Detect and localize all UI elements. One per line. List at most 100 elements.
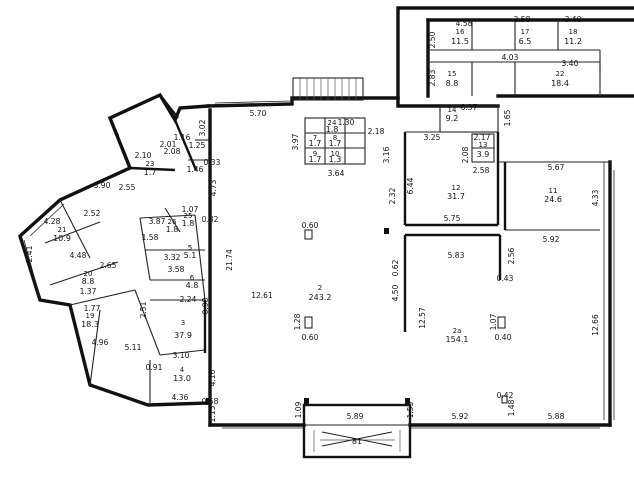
dim: 3.25 bbox=[424, 133, 441, 142]
dim: 4.16 bbox=[208, 369, 217, 386]
dim: 0.33 bbox=[204, 158, 221, 167]
room-11-area: 24.6 bbox=[544, 195, 562, 204]
room-2-area: 243.2 bbox=[309, 293, 332, 302]
room-14-number: 14 bbox=[448, 106, 457, 114]
dim: 2.18 bbox=[368, 127, 385, 136]
room-13-area: 3.9 bbox=[477, 150, 490, 159]
room-26-area: 1.8 bbox=[166, 225, 179, 234]
dim: 1.30 bbox=[338, 118, 355, 127]
room-14-area: 9.2 bbox=[446, 114, 459, 123]
dim: 1.37 bbox=[80, 287, 97, 296]
dim: 1.77 bbox=[84, 304, 101, 313]
dim: 4.33 bbox=[591, 189, 600, 206]
room-7-number: 7 bbox=[313, 134, 317, 142]
dim: 2.58 bbox=[514, 15, 531, 24]
room-8-number: 8 bbox=[333, 134, 337, 142]
dim: 4.28 bbox=[44, 217, 61, 226]
room-11-number: 11 bbox=[549, 187, 558, 195]
room-12-number: 12 bbox=[452, 184, 461, 192]
dim: 1.65 bbox=[503, 109, 512, 126]
room-6-area: 4.8 bbox=[186, 281, 199, 290]
dim: 3.64 bbox=[328, 169, 345, 178]
dim: 3.32 bbox=[164, 253, 181, 262]
room-19-number: 19 bbox=[86, 312, 95, 320]
dim: 5.75 bbox=[444, 214, 461, 223]
dim: 5.89 bbox=[347, 412, 364, 421]
room-25-area: 1.8 bbox=[182, 219, 195, 228]
room-21-area: 10.9 bbox=[53, 234, 71, 243]
room-23-area: 1.7 bbox=[144, 168, 157, 177]
dim: 3.40 bbox=[562, 59, 579, 68]
room-9-area: 1.7 bbox=[309, 155, 322, 164]
dim: 12.66 bbox=[591, 314, 600, 336]
dim: 0.60 bbox=[302, 333, 319, 342]
room-6-number: 6 bbox=[190, 274, 195, 282]
dim: 2.32 bbox=[388, 187, 397, 204]
dim: 3.58 bbox=[168, 265, 185, 274]
dim: 5.67 bbox=[548, 163, 565, 172]
dim: 3.10 bbox=[173, 351, 190, 360]
dim: 1.48 bbox=[507, 399, 516, 416]
dim: 5.11 bbox=[125, 343, 142, 352]
dim: 2.10 bbox=[135, 151, 152, 160]
dim: 0.82 bbox=[202, 215, 219, 224]
room-18-area: 11.2 bbox=[564, 37, 582, 46]
dim: 6.44 bbox=[406, 177, 415, 194]
dim: 6.37 bbox=[461, 103, 478, 112]
room-21-number: 21 bbox=[58, 226, 67, 234]
dim: 4.73 bbox=[209, 179, 218, 196]
dim: 4.36 bbox=[172, 393, 189, 402]
dim: 3.87 bbox=[149, 217, 166, 226]
room-23-number: 23 bbox=[146, 160, 155, 168]
room-25-number: 25 bbox=[184, 212, 193, 220]
room-3-area: 37.9 bbox=[174, 331, 192, 340]
dim: 4.58 bbox=[456, 19, 473, 28]
room-4-number: 4 bbox=[180, 366, 185, 374]
dim: 4.50 bbox=[391, 284, 400, 301]
dim: 0.62 bbox=[391, 259, 400, 276]
room-2-number: 2 bbox=[318, 284, 322, 292]
dim: 2.08 bbox=[164, 147, 181, 156]
dim: 3.40 bbox=[565, 15, 582, 24]
columns bbox=[206, 228, 508, 405]
room-16-area: 11.5 bbox=[451, 37, 469, 46]
dim: 3.97 bbox=[291, 133, 300, 150]
room-12-area: 31.7 bbox=[447, 192, 465, 201]
room-22-area: 18.4 bbox=[551, 79, 569, 88]
room-24-number: 24 bbox=[328, 119, 337, 127]
dim: 21.74 bbox=[225, 249, 234, 271]
dim: 0.58 bbox=[202, 397, 219, 406]
dim: 1.15 bbox=[208, 405, 217, 422]
room-3-number: 3 bbox=[181, 319, 185, 327]
dim: 0.91 bbox=[146, 363, 163, 372]
dim: 1.55 bbox=[406, 401, 415, 418]
room-10-area: 1.3 bbox=[329, 155, 342, 164]
dim: 0.43 bbox=[497, 274, 514, 283]
room-4-area: 13.0 bbox=[173, 374, 191, 383]
room-16-number: 16 bbox=[456, 28, 465, 36]
dim: 2.83 bbox=[428, 69, 437, 86]
outer-walls bbox=[18, 6, 634, 427]
dim: 3.16 bbox=[382, 146, 391, 163]
dim: 1.28 bbox=[293, 313, 302, 330]
room-18-number: 18 bbox=[569, 28, 578, 36]
dim: 2.56 bbox=[507, 247, 516, 264]
room-17-number: 17 bbox=[521, 28, 530, 36]
room-13-number: 13 bbox=[479, 141, 488, 149]
partitions bbox=[44, 20, 610, 403]
dim: 5.92 bbox=[543, 235, 560, 244]
room-24-area: 1.8 bbox=[326, 125, 339, 134]
dim: 3.02 bbox=[198, 119, 207, 136]
dim: 2.50 bbox=[428, 31, 437, 48]
dim: 4.03 bbox=[502, 53, 519, 62]
dim: 2.24 bbox=[180, 295, 197, 304]
room-7-area: 1.7 bbox=[309, 139, 322, 148]
dim: 0.40 bbox=[495, 333, 512, 342]
entrance-porch bbox=[302, 403, 412, 459]
room-5-number: 5 bbox=[188, 244, 192, 252]
windows bbox=[23, 100, 615, 429]
dim: 1.07 bbox=[489, 313, 498, 330]
room-2a-area: 154.1 bbox=[446, 335, 469, 344]
dim: 2.58 bbox=[473, 166, 490, 175]
